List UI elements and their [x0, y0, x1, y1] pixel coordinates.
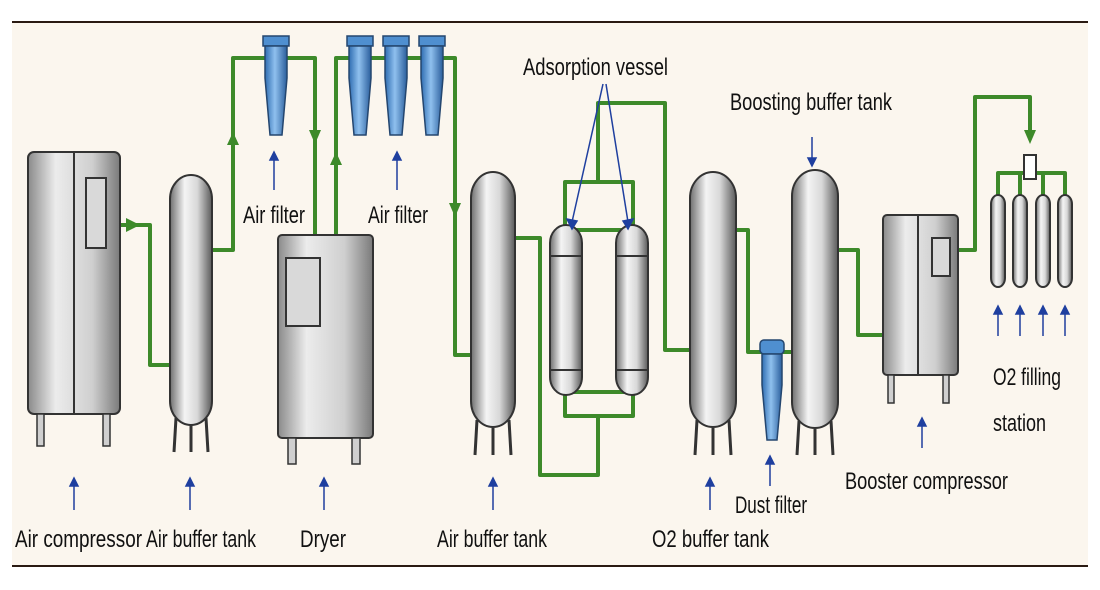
pointer-line-adsorption-left [571, 83, 604, 223]
pipe-adsorber-to-o2tank [596, 101, 690, 352]
air-buffer-tank-2 [470, 171, 516, 456]
label-adsorption-vessel: Adsorption vessel [523, 54, 668, 81]
tank-body [689, 171, 737, 428]
tank-body [470, 171, 516, 428]
filter-body [348, 45, 372, 136]
tank-body [169, 174, 213, 426]
label-o2-filling-station-line1: O2 filling [993, 364, 1061, 391]
label-air-compressor: Air compressor [15, 526, 142, 553]
label-o2-filling-station-line2: station [993, 410, 1046, 437]
label-air-filter-2: Air filter [368, 202, 428, 229]
pointer-arrow-boosting-buffer-tank [806, 137, 818, 168]
filter-cap [262, 35, 290, 47]
flow-arrowhead [126, 218, 140, 232]
vessel-body [549, 224, 583, 396]
air-compressor-leg [36, 413, 45, 447]
pointer-line-adsorption-right [605, 83, 629, 223]
flow-arrowhead [227, 132, 239, 145]
label-dryer: Dryer [300, 526, 346, 553]
filter-body [420, 45, 444, 136]
air-filter-2c [418, 35, 446, 136]
flow-arrowhead [449, 203, 461, 217]
o2-buffer-tank [689, 171, 737, 456]
pointer-arrow-filling-4 [1059, 304, 1071, 336]
filling-cylinder [1035, 194, 1051, 288]
filter-cap [418, 35, 446, 47]
adsorption-vessel-left [549, 224, 583, 396]
o2-filling-station [990, 154, 1073, 288]
pointer-arrow-filling-1 [992, 304, 1004, 336]
pointer-arrow-dryer [318, 476, 330, 510]
air-filter-2a [346, 35, 374, 136]
dust-filter [759, 339, 785, 441]
pipe-boost-to-booster [838, 248, 882, 337]
filter-cap [346, 35, 374, 47]
vessel-body [615, 224, 649, 396]
tank-legs [693, 419, 733, 456]
adsorption-vessel-right [615, 224, 649, 396]
filling-valve [1023, 154, 1037, 180]
flow-arrowheads [126, 130, 1036, 232]
air-compressor-window [85, 177, 107, 249]
air-filter-2b [382, 35, 410, 136]
flow-arrowhead [1024, 130, 1036, 144]
pointer-arrow-dust-filter [764, 454, 776, 486]
tank-legs [473, 419, 513, 456]
booster-leg [887, 374, 895, 404]
tank-legs [795, 420, 835, 456]
pointer-arrow-filling-3 [1037, 304, 1049, 336]
air-compressor-leg [102, 413, 111, 447]
pipe-booster-to-filling [958, 95, 1032, 252]
labels: Air compressor Air buffer tank Air filte… [15, 54, 1061, 553]
pipe-buffer2-to-adsorber [515, 236, 600, 477]
pointer-arrow-air-filter-2 [391, 150, 403, 190]
filling-cylinder [1057, 194, 1073, 288]
pointer-arrow-filling-2 [1014, 304, 1026, 336]
filter-cap [759, 339, 785, 355]
pointer-arrow-air-buffer-tank-1 [184, 476, 196, 510]
boosting-buffer-tank [791, 169, 839, 456]
dryer-unit [277, 234, 374, 465]
booster-compressor-unit [882, 214, 959, 404]
pointer-arrow-air-filter-1 [268, 150, 280, 190]
dryer-window [285, 257, 321, 327]
filling-cylinder [1012, 194, 1028, 288]
booster-window [931, 237, 951, 277]
pointer-head-adsorption-right [621, 217, 635, 231]
pointer-arrows [68, 83, 1071, 510]
air-filter-1 [262, 35, 290, 136]
tank-legs [172, 417, 210, 453]
pointer-arrow-air-compressor [68, 476, 80, 510]
air-compressor-unit [27, 151, 121, 447]
flow-arrowhead [309, 130, 321, 144]
pointer-arrow-air-buffer-tank-2 [487, 476, 499, 510]
label-booster-compressor: Booster compressor [845, 468, 1008, 495]
pipe-dryer-to-filters2 [334, 56, 472, 357]
label-air-filter-1: Air filter [243, 202, 305, 229]
dryer-leg [351, 437, 361, 465]
filter-cap [382, 35, 410, 47]
booster-leg [942, 374, 950, 404]
label-air-buffer-tank-1: Air buffer tank [146, 526, 257, 553]
label-o2-buffer-tank: O2 buffer tank [652, 526, 770, 553]
tank-body [791, 169, 839, 429]
filter-body [264, 45, 288, 136]
pointer-arrow-booster-compressor [916, 416, 928, 448]
air-buffer-tank-1 [169, 174, 213, 453]
flow-arrowhead [330, 152, 342, 165]
filter-body [384, 45, 408, 136]
pointer-head-adsorption-left [565, 217, 579, 231]
label-boosting-buffer-tank: Boosting buffer tank [730, 89, 893, 116]
label-air-buffer-tank-2: Air buffer tank [437, 526, 548, 553]
pipe-adsorber-bottom-manifold [563, 390, 635, 418]
dryer-leg [287, 437, 297, 465]
pipe-buffer-to-filter1 [212, 56, 317, 252]
filter-body [761, 353, 783, 441]
air-filter-group-2 [346, 35, 446, 136]
pointer-arrow-o2-buffer-tank [704, 476, 716, 510]
label-dust-filter: Dust filter [735, 492, 807, 519]
filling-cylinder [990, 194, 1006, 288]
